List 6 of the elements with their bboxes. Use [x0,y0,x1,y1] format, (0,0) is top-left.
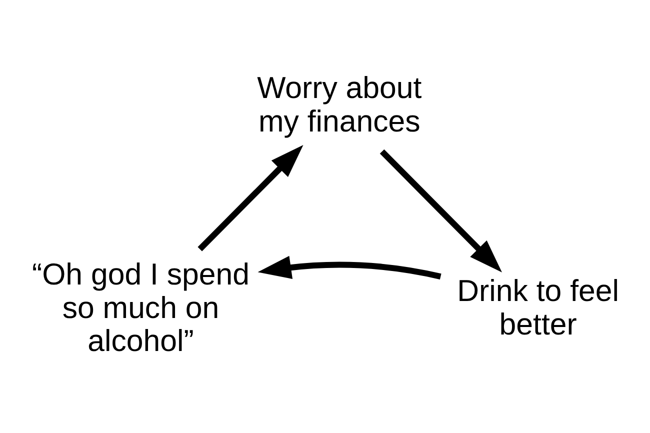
node-text: Drink to feel better [457,274,619,342]
arrow [198,144,304,251]
node-text: “Oh god I spend so much on alcohol” [32,258,250,358]
node-text: Worry about my finances [257,71,422,138]
arrow [258,255,442,280]
arrow [380,148,502,272]
